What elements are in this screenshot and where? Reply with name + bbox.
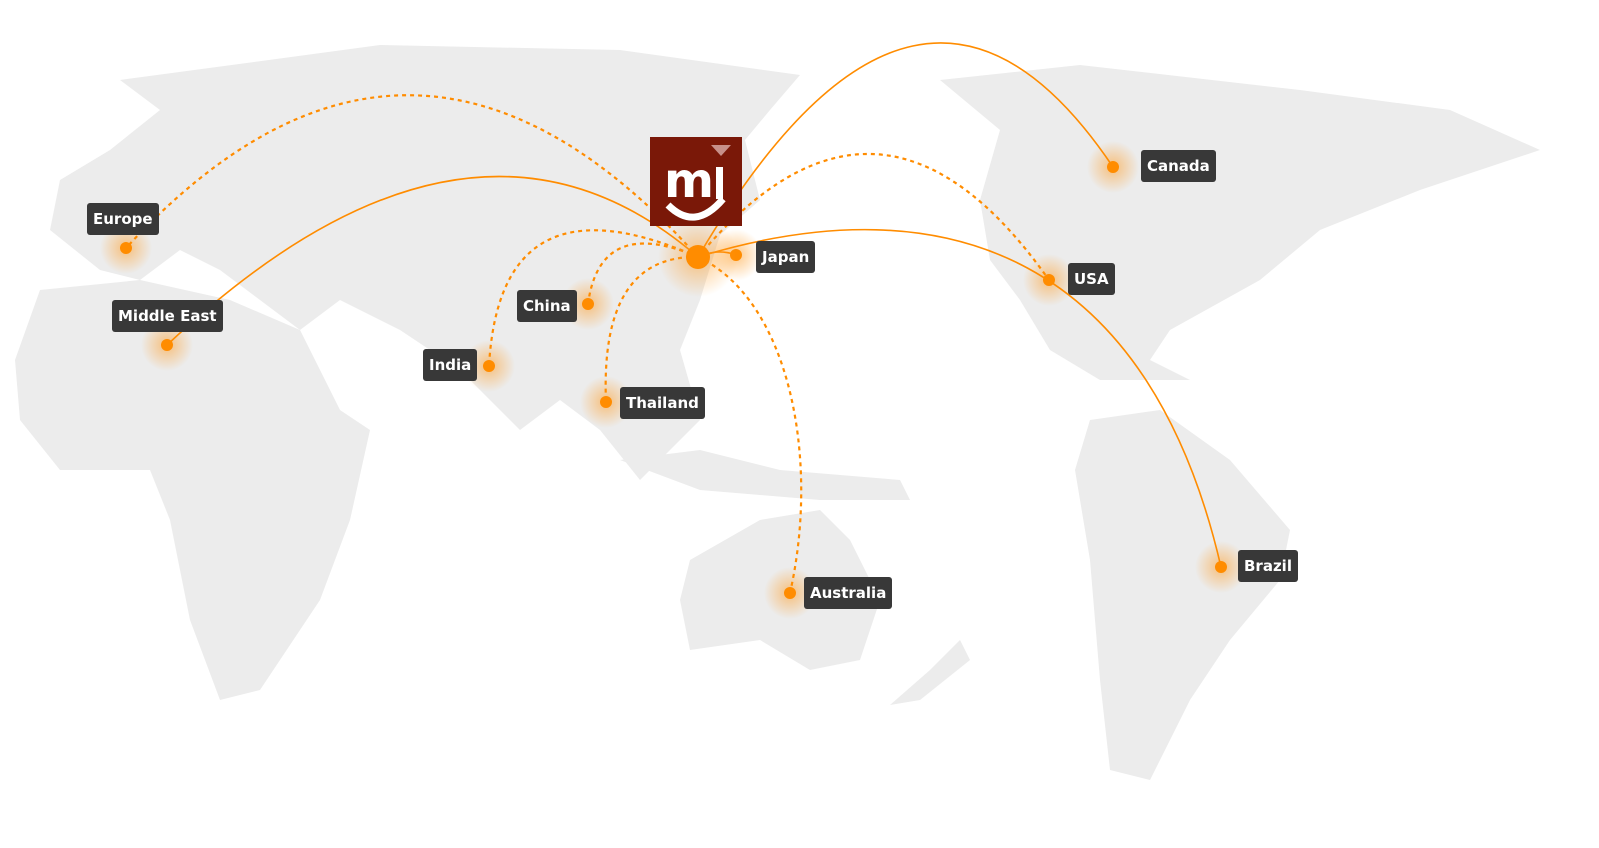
route-india <box>487 229 699 367</box>
svg-text:m: m <box>664 153 714 209</box>
route-australia <box>697 256 803 594</box>
location-marker-canada[interactable] <box>1107 161 1119 173</box>
eurasia-landmass <box>50 45 800 480</box>
location-label-china[interactable]: China <box>517 290 577 322</box>
location-marker-usa[interactable] <box>1043 274 1055 286</box>
location-label-usa[interactable]: USA <box>1068 263 1115 295</box>
location-marker-brazil[interactable] <box>1215 561 1227 573</box>
south-america-landmass <box>1075 410 1290 780</box>
new-zealand <box>890 640 970 705</box>
location-label-europe[interactable]: Europe <box>87 203 159 235</box>
location-label-middle-east[interactable]: Middle East <box>112 300 223 332</box>
location-marker-india[interactable] <box>483 360 495 372</box>
location-marker-china[interactable] <box>582 298 594 310</box>
north-america-landmass <box>940 65 1540 380</box>
route-canada <box>697 42 1114 258</box>
location-label-thailand[interactable]: Thailand <box>620 387 705 419</box>
location-marker-australia[interactable] <box>784 587 796 599</box>
route-europe <box>125 94 699 258</box>
africa-landmass <box>15 280 370 700</box>
location-label-canada[interactable]: Canada <box>1141 150 1216 182</box>
southeast-asia-islands <box>620 450 910 500</box>
location-marker-thailand[interactable] <box>600 396 612 408</box>
location-marker-middle-east[interactable] <box>161 339 173 351</box>
route-thailand <box>604 255 699 403</box>
location-marker-europe[interactable] <box>120 242 132 254</box>
continents <box>15 45 1540 780</box>
hub-marker <box>686 245 710 269</box>
location-label-brazil[interactable]: Brazil <box>1238 550 1298 582</box>
location-label-australia[interactable]: Australia <box>804 577 893 609</box>
location-label-japan[interactable]: Japan <box>756 241 816 273</box>
route-brazil <box>697 228 1222 568</box>
route-usa <box>697 152 1050 281</box>
mj-logo-mark: m <box>664 145 731 221</box>
route-middle-east <box>166 175 699 346</box>
brand-logo[interactable]: m <box>650 137 742 226</box>
location-label-india[interactable]: India <box>423 349 478 381</box>
